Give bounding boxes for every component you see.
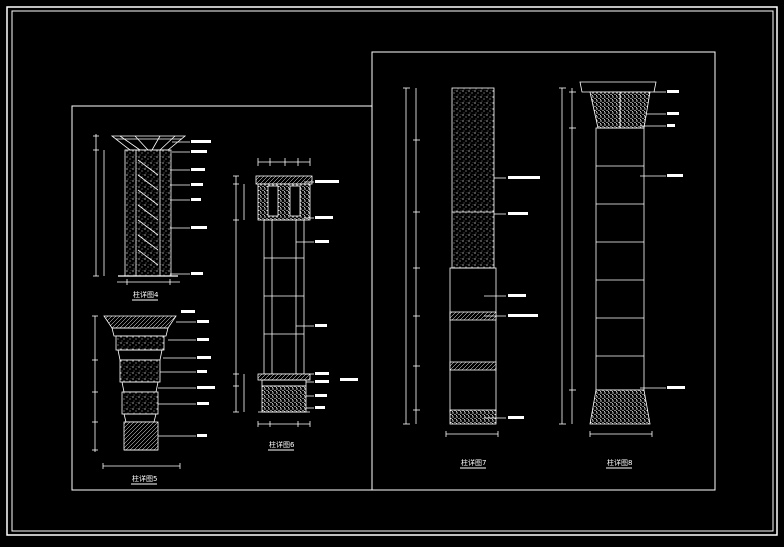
column-5-title: 柱详图5 [132,475,158,483]
panel-left-frame [71,105,372,491]
column-4-drawing [93,134,190,285]
sheet-border-outer [6,6,778,536]
column-8-drawing [559,81,666,437]
column-4-title: 柱详图4 [133,291,159,299]
column-7-annotations [508,176,540,419]
column-6-annotations [315,180,358,409]
column-6-title: 柱详图6 [269,441,295,449]
panel-right-frame [371,51,716,491]
column-4-annotations [191,140,211,275]
column-8-title: 柱详图8 [607,459,633,467]
column-8-annotations [667,90,685,389]
column-7-title: 柱详图7 [461,459,487,467]
column-7-drawing [403,87,506,437]
column-5-annotations [181,310,215,437]
column-5-drawing [92,315,196,469]
sheet-border-inner [11,10,774,532]
column-6-drawing [233,158,314,427]
